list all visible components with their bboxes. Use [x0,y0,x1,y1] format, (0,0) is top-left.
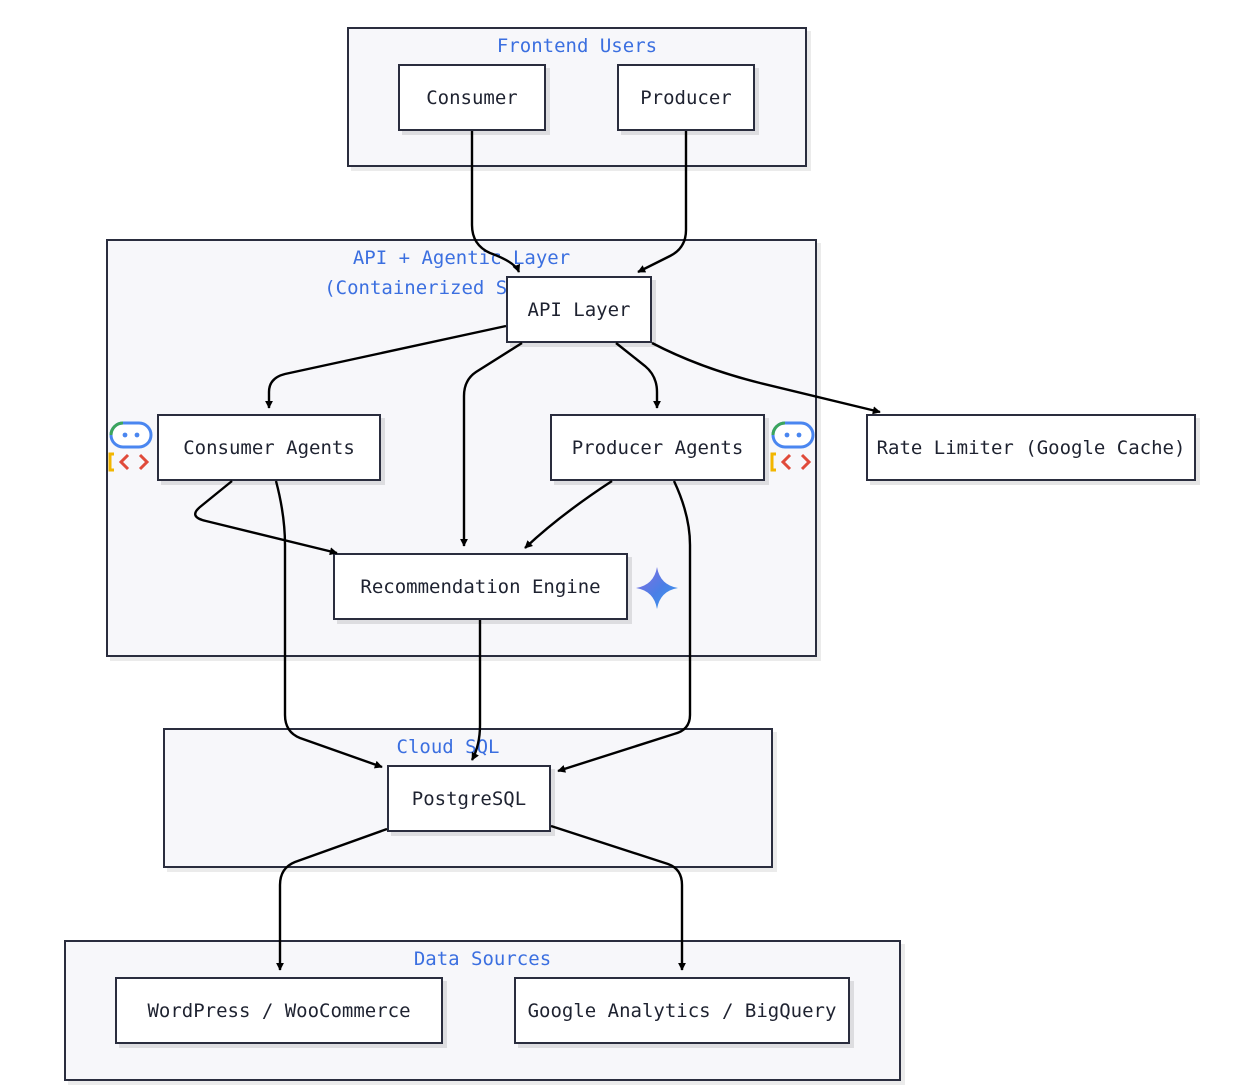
edge-consumer-agents-to-postgresql [274,480,383,769]
node-postgresql[interactable]: PostgreSQL [387,765,551,832]
node-api-layer[interactable]: API Layer [506,276,652,343]
node-google-analytics-bigquery[interactable]: Google Analytics / BigQuery [514,977,850,1044]
edge-producer-to-api [637,131,688,274]
edge-postgresql-to-wordpress [276,827,388,971]
edge-api-to-recommendation [460,341,523,547]
edge-api-to-rate-limiter [651,341,881,415]
sparkle-icon [636,567,678,609]
edge-consumer-to-api [470,131,521,273]
node-rate-limiter[interactable]: Rate Limiter (Google Cache) [866,414,1196,481]
node-consumer[interactable]: Consumer [398,64,546,131]
edge-api-to-consumer-agents [265,324,507,409]
agent-code-icon [770,421,815,472]
edge-producer-agents-to-postgresql [557,480,692,773]
agent-code-icon [108,421,153,472]
node-producer-agents[interactable]: Producer Agents [550,414,765,481]
edge-consumer-agents-to-recommendation [194,480,338,556]
node-producer[interactable]: Producer [617,64,755,131]
edge-api-to-producer-agents [615,342,661,409]
edge-producer-agents-to-recommendation [524,479,613,549]
cluster-label-data-sources: Data Sources [413,948,552,970]
cluster-label-frontend-users: Frontend Users [496,35,658,57]
node-recommendation-engine[interactable]: Recommendation Engine [333,553,628,620]
edge-postgresql-to-google-analytics [550,824,686,971]
node-wordpress-woocommerce[interactable]: WordPress / WooCommerce [115,977,443,1044]
edge-recommendation-to-postgresql [470,620,482,761]
cluster-label-api-line1: API + Agentic Layer [352,247,571,269]
node-consumer-agents[interactable]: Consumer Agents [157,414,381,481]
